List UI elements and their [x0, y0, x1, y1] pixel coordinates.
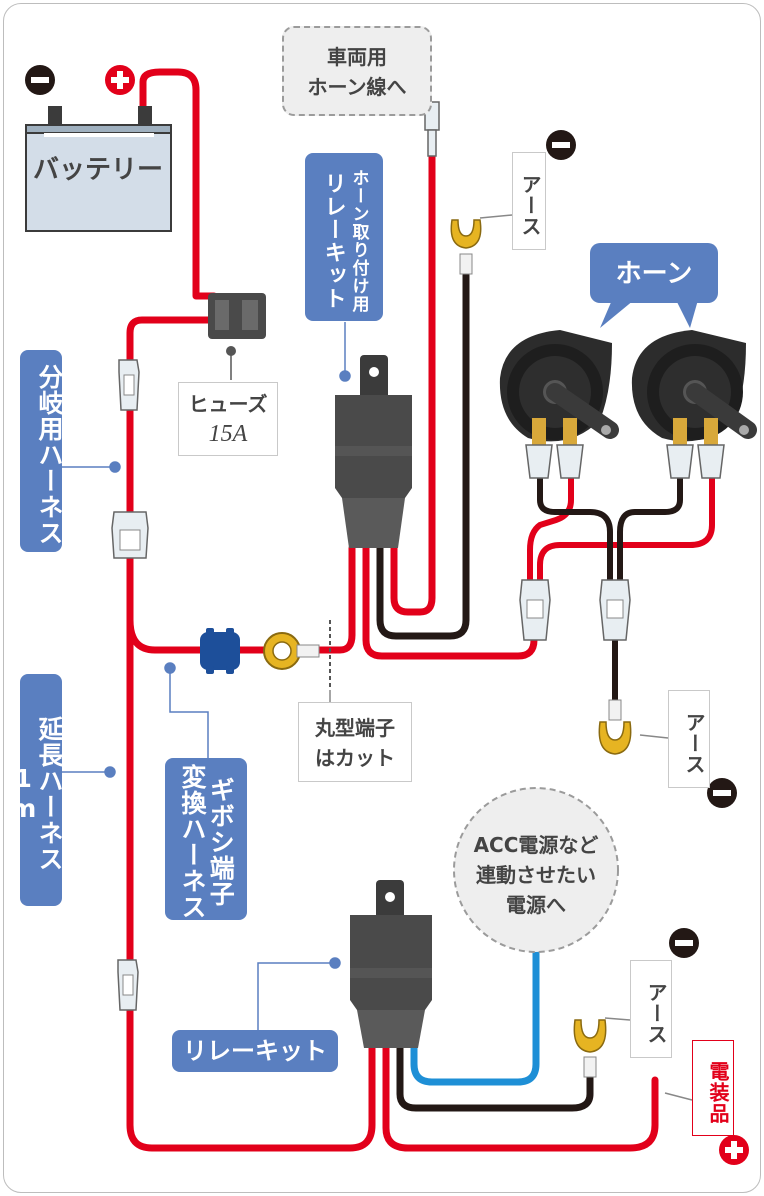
relay-to-horns-wire: [362, 544, 538, 660]
horn-relay-kit-line2: リレーキット: [320, 172, 346, 310]
horn-left-black-wire: [537, 475, 613, 583]
cut-round-terminal-label: 丸型端子 はカット: [298, 702, 412, 782]
gibosi-line1: ギボシ端子: [206, 777, 236, 907]
cut-line1: 丸型端子: [315, 716, 395, 740]
fuse-holder: [208, 293, 266, 380]
fuse-label: ヒューズ 15A: [178, 382, 278, 456]
horn-relay: [335, 355, 412, 548]
horn-red-connector: [519, 579, 551, 641]
ground-label-1: アース: [512, 152, 546, 250]
branch-connector-top: [118, 359, 140, 411]
horn-left: [499, 330, 619, 479]
horn-wire-line1: 車両用: [327, 45, 387, 69]
acc-line3: 電源へ: [506, 893, 566, 917]
extension-harness-label: 延長ハーネス 1m: [9, 674, 64, 906]
cut-line2: はカット: [315, 746, 395, 770]
relay2-device-wire: [382, 1044, 659, 1152]
relay-to-horn-wire: [390, 146, 436, 616]
horn-callout-bubble: ホーン: [590, 243, 718, 328]
acc-power-label: ACC電源など 連動させたい 電源へ: [454, 830, 618, 920]
horn-wire-callout: 車両用 ホーン線へ: [282, 26, 432, 116]
battery-label: バッテリー: [33, 155, 163, 185]
horn-right-black-wire: [617, 475, 683, 583]
relay-kit-label: リレーキット: [172, 1030, 338, 1072]
gibosi-line2: 変換ハーネス: [178, 764, 207, 920]
horn-left-red-wire: [527, 475, 574, 583]
extension-connector: [117, 959, 139, 1011]
horn-right: [631, 330, 757, 479]
horn-label: ホーン: [616, 259, 693, 289]
acc-power-circle: [453, 787, 619, 953]
gibosi-connector: [200, 628, 240, 674]
relay2-acc-wire: [410, 946, 540, 1086]
fuse-value: 15A: [208, 421, 248, 447]
diagram-frame: [3, 3, 761, 1193]
battery-positive-wire: [139, 68, 218, 300]
relay-kit-lower: [350, 880, 432, 1048]
gibosi-to-relay-wire: [228, 544, 356, 654]
horn-relay-kit-line1: ホーン取り付け用: [348, 169, 369, 313]
relay-ground-wire: [376, 271, 470, 640]
round-terminal: [263, 620, 331, 690]
ground-terminal-lower: [598, 699, 632, 755]
relay2-ground-wire: [396, 1044, 594, 1112]
ground-label-2: アース: [668, 690, 710, 788]
electrical-device-label: 電装品: [692, 1040, 734, 1136]
branch-to-gibosi-wire: [126, 616, 209, 654]
acc-line2: 連動させたい: [476, 863, 596, 887]
ground-terminal-upper: [450, 219, 482, 275]
horn-right-red-wire: [537, 475, 715, 583]
leader-lines: [62, 322, 351, 1030]
branch-harness-label: 分岐用ハーネス: [20, 350, 64, 552]
horn-relay-kit-label: ホーン取り付け用 リレーキット: [305, 153, 383, 321]
acc-line1: ACC電源など: [473, 833, 599, 857]
ground-terminal-relay2: [573, 1019, 607, 1078]
fuse-to-branch-wire: [126, 316, 376, 1152]
ground-label-3: アース: [630, 960, 672, 1058]
branch-connector-mid: [111, 511, 149, 559]
fuse-name: ヒューズ: [188, 392, 268, 416]
gibosi-harness-label: ギボシ端子 変換ハーネス: [165, 758, 247, 920]
battery: バッテリー: [25, 65, 172, 232]
horn-wire-line2: ホーン線へ: [307, 75, 407, 99]
horn-black-connector: [599, 579, 631, 641]
